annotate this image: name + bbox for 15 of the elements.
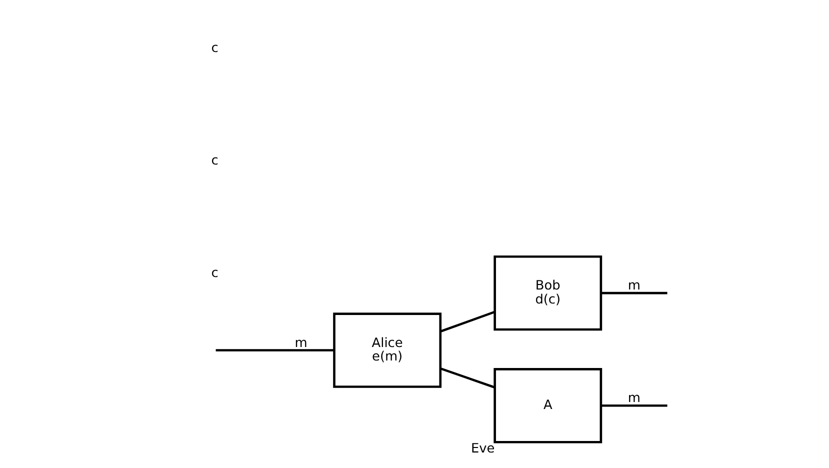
- edge-label: m: [627, 391, 640, 406]
- connector: [440, 310, 494, 332]
- connector: [600, 292, 667, 294]
- label: c: [210, 40, 218, 56]
- connector: [600, 404, 667, 407]
- connector: [440, 367, 494, 388]
- edge-label: m: [294, 336, 307, 351]
- node-label: Eve: [470, 441, 494, 456]
- edge-label: m: [627, 278, 640, 294]
- node-box: Bob d(c): [493, 255, 602, 331]
- node-box: A: [493, 368, 602, 444]
- label: c: [210, 266, 218, 282]
- node-box: Alice e(m): [332, 312, 442, 388]
- label: c: [210, 154, 218, 169]
- connector: [215, 349, 334, 352]
